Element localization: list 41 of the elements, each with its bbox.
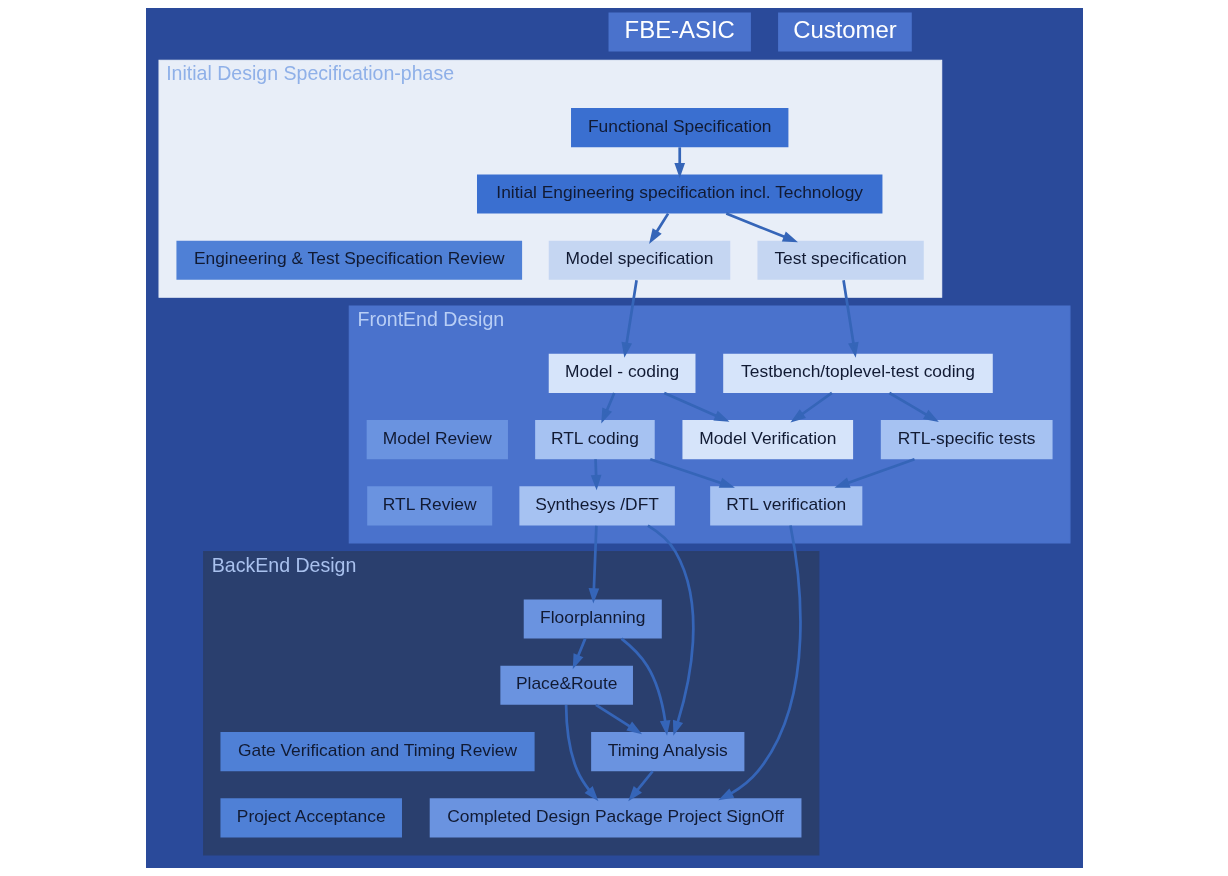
node-box: Functional Specification — [570, 108, 788, 148]
arrow — [663, 391, 729, 422]
arrow — [841, 279, 859, 358]
node-box: RTL-specific tests — [880, 420, 1053, 460]
node-box: Engineering & Test Specification Review — [175, 240, 522, 280]
node-box: Model - coding — [548, 353, 695, 393]
arrow — [649, 458, 735, 488]
arrow — [600, 392, 615, 424]
arrow — [564, 705, 598, 802]
node-box: Test specification — [756, 240, 924, 280]
node-box: Model Review — [366, 420, 508, 460]
node-box: Project Acceptance — [219, 798, 402, 838]
node-box: Synthesys /DFT — [518, 486, 675, 526]
node-box: Model specification — [548, 240, 730, 280]
arrow — [833, 458, 915, 488]
node-box: Testbench/toplevel-test coding — [722, 353, 993, 393]
arrow — [789, 391, 833, 423]
node-box: Initial Engineering specification incl. Technology — [476, 174, 882, 214]
node-box: Floorplanning — [523, 599, 662, 639]
arrow — [888, 391, 939, 423]
arrow — [620, 637, 670, 736]
node-box: Place&Route — [499, 665, 633, 705]
node-box: RTL Review — [366, 486, 492, 526]
label: FBE-ASIC — [624, 16, 735, 44]
arrow — [588, 525, 599, 604]
arrow — [717, 525, 802, 801]
arrow — [673, 147, 685, 179]
node-box: Model Verification — [681, 420, 853, 460]
node-box: RTL verification — [709, 486, 862, 526]
node-box: Gate Verification and Timing Review — [219, 732, 535, 772]
arrow — [646, 524, 695, 736]
node-box: RTL coding — [534, 420, 655, 460]
arrow — [594, 703, 642, 735]
label: Customer — [792, 16, 897, 44]
arrow — [725, 212, 798, 243]
node-box: Timing Analysis — [590, 732, 744, 772]
arrow — [627, 770, 654, 802]
node-box: Completed Design Package Project SignOff — [429, 798, 801, 838]
arrow — [648, 212, 669, 244]
arrow — [572, 638, 586, 670]
arrow — [620, 279, 638, 358]
